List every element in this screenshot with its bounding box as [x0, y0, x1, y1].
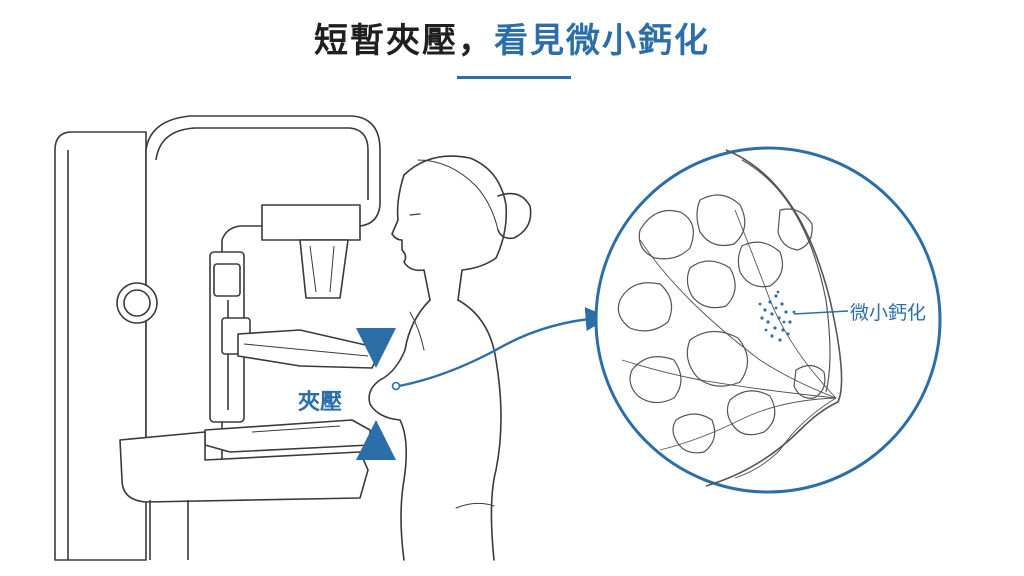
patient-hair-bun — [497, 192, 532, 240]
connector — [391, 307, 610, 391]
microcalcification-label: 微小鈣化 — [850, 302, 927, 324]
breast-detail-view — [594, 146, 942, 494]
compression-label: 夾壓 — [298, 390, 343, 415]
page-title: 短暫夾壓，看見微小鈣化 — [0, 18, 1024, 64]
machine-tube-head — [261, 204, 361, 241]
patient-figure — [368, 155, 532, 561]
mammography-machine — [54, 115, 381, 561]
detector-plate — [204, 419, 371, 453]
patient-head — [403, 155, 508, 301]
title-part-1: 短暫夾壓， — [314, 21, 494, 61]
machine-knob — [116, 282, 158, 324]
microcalcification-cluster — [758, 290, 796, 342]
machine-base — [119, 431, 369, 503]
patient-torso — [368, 299, 431, 561]
compression-paddle — [237, 329, 379, 369]
title-underline — [457, 76, 571, 79]
machine-arm — [145, 115, 381, 471]
title-part-2: 看見微小鈣化 — [494, 21, 710, 61]
calcification-leader-line — [793, 310, 849, 315]
